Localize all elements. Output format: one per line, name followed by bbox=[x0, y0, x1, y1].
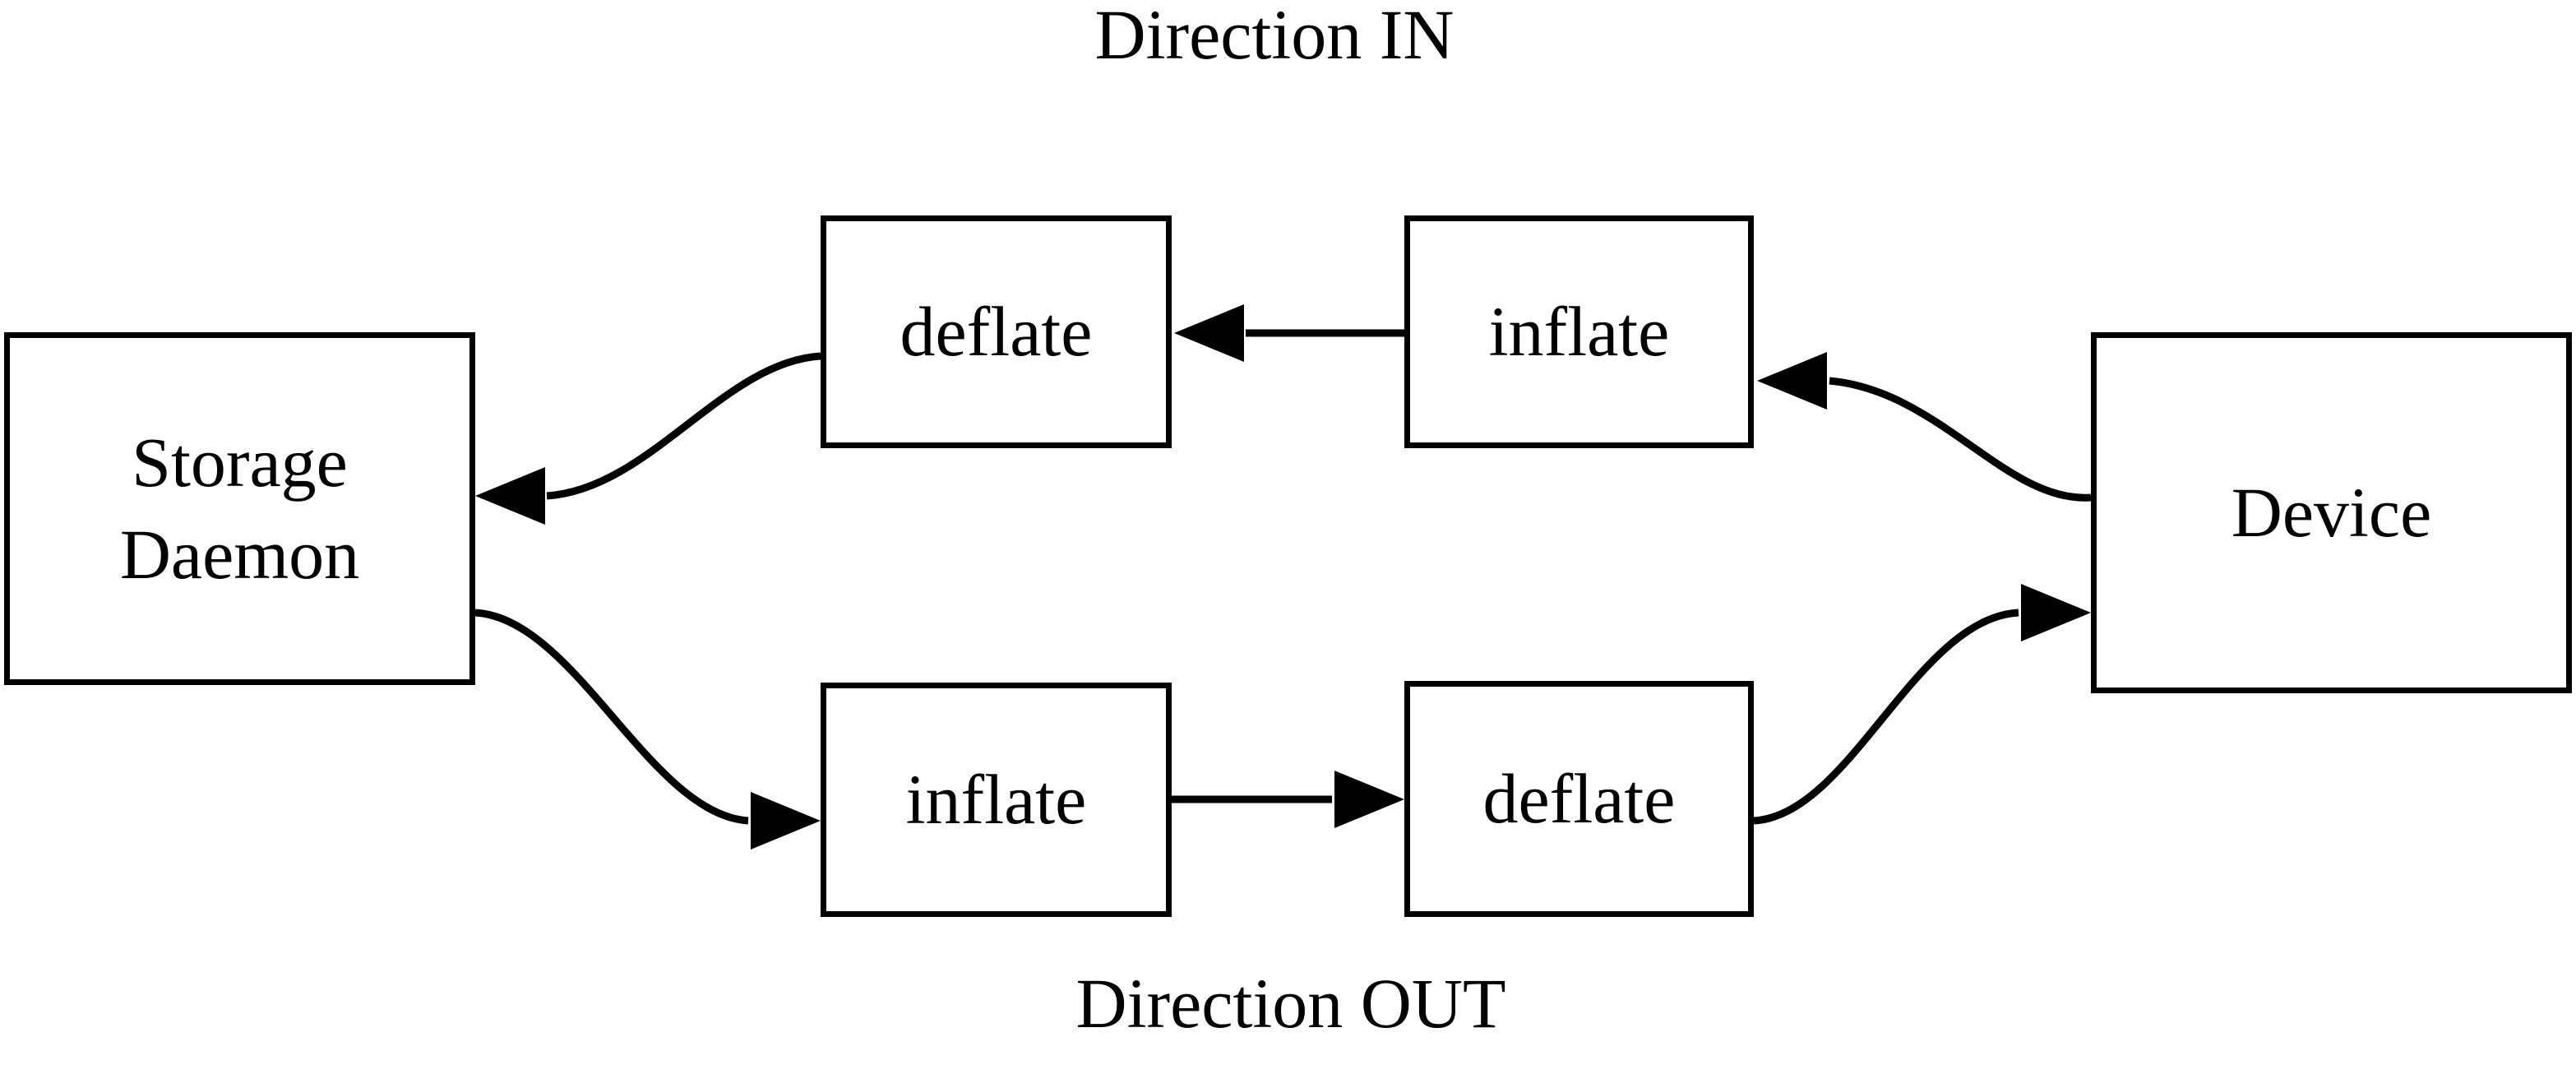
node-in-inflate-label: inflate bbox=[1488, 291, 1670, 371]
node-out-inflate[interactable]: inflate bbox=[821, 683, 1172, 917]
edge-in-deflate-to-storage-daemon bbox=[546, 352, 821, 500]
node-in-deflate[interactable]: deflate bbox=[821, 215, 1172, 448]
node-in-inflate[interactable]: inflate bbox=[1404, 215, 1754, 448]
node-out-deflate-label: deflate bbox=[1482, 758, 1676, 838]
direction-out-caption: Direction OUT bbox=[1075, 964, 1506, 1043]
node-in-deflate-label: deflate bbox=[900, 291, 1093, 371]
direction-in-caption: Direction IN bbox=[1094, 0, 1454, 74]
arrowhead-in-deflate-to-storage-daemon bbox=[475, 467, 545, 525]
node-storage-daemon[interactable]: Storage Daemon bbox=[4, 332, 475, 685]
arrowhead-storage-daemon-to-out-inflate bbox=[751, 792, 821, 850]
node-storage-daemon-label-line2: Daemon bbox=[119, 514, 360, 594]
node-out-deflate[interactable]: deflate bbox=[1404, 681, 1754, 917]
arrowhead-device-to-in-inflate bbox=[1757, 352, 1827, 410]
arrowhead-in-inflate-to-in-deflate bbox=[1174, 304, 1244, 362]
edge-device-to-in-inflate bbox=[1829, 377, 2092, 502]
node-out-inflate-label: inflate bbox=[905, 759, 1087, 839]
edge-out-deflate-to-device bbox=[1753, 609, 2019, 825]
arrowhead-out-deflate-to-device bbox=[2021, 584, 2091, 641]
node-device[interactable]: Device bbox=[2091, 332, 2572, 693]
node-device-label: Device bbox=[2231, 472, 2432, 552]
node-storage-daemon-label-line1: Storage bbox=[132, 422, 348, 502]
edge-storage-daemon-to-out-inflate bbox=[474, 609, 749, 825]
arrowhead-out-inflate-to-out-deflate bbox=[1334, 771, 1404, 828]
